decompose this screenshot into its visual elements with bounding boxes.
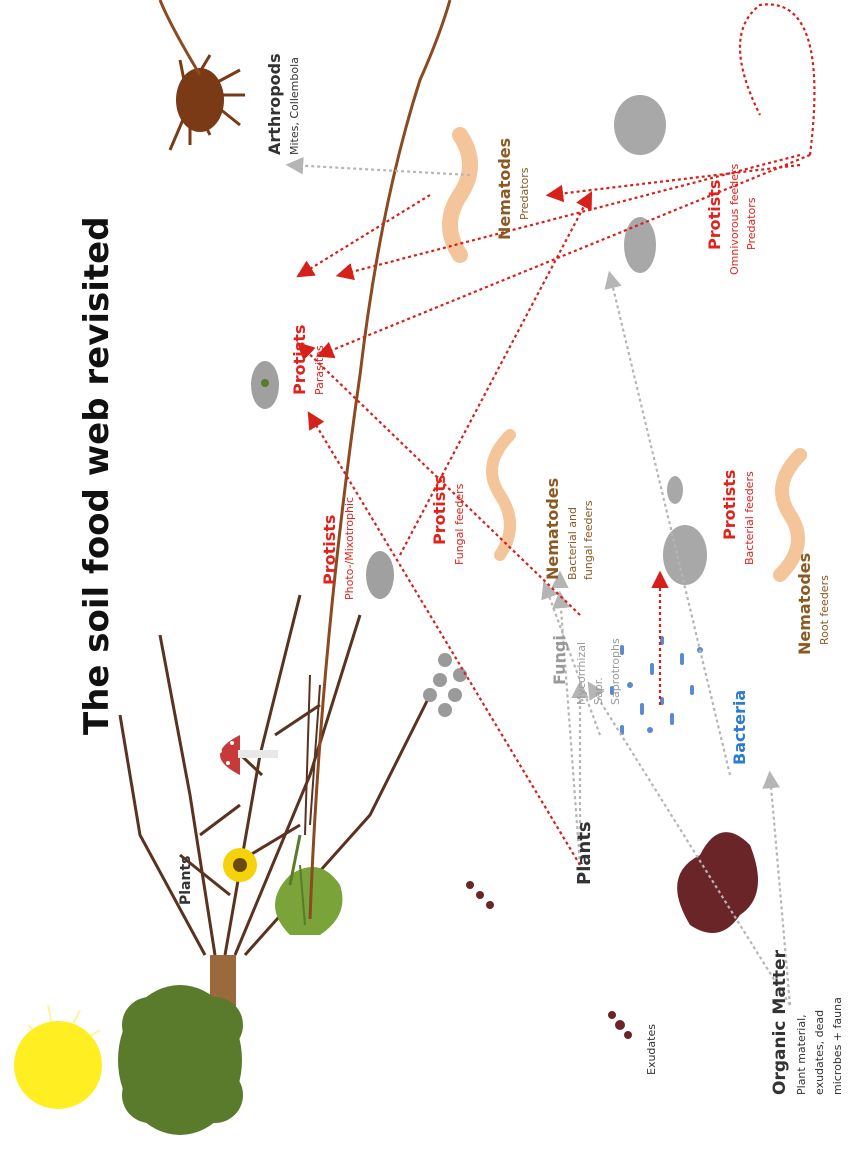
plants-label: Plants [574,821,595,885]
nematodes-root-label: Nematodes [795,553,814,655]
spider-mite-icon [158,0,245,151]
arthropods-label: Arthropods [265,53,284,155]
fungi-label: Fungi [550,635,569,685]
protists-bact-sub: Bacterial feeders [743,471,756,565]
exudates-icon [466,881,632,1039]
nematodes-pred-sub: Predators [518,167,531,220]
protists-omni-sub-1: Omnivorous feeders [728,163,741,275]
fungi-sub-1: Mycorrhizal [575,642,588,705]
nematodes-bf-sub-2: fungal feeders [582,500,595,580]
arthropods-sub: Mites, Collembola [288,57,301,155]
mushroom-icon [218,735,278,775]
protists-photo-label: Protists [320,515,339,585]
nematodes-bf-sub-1: Bacterial and [566,507,579,580]
red-arrows [296,3,816,866]
nematodes-pred-label: Nematodes [495,138,514,240]
organic-matter-sub-2: exudates, dead [813,1010,826,1095]
organic-matter-label: Organic Matter [770,949,790,1095]
organic-matter-icon [677,832,758,933]
protists-fungal-sub: Fungal feeders [453,483,466,565]
shrub-icon [275,864,343,935]
nematode-icon [442,127,807,582]
fungi-icon [423,653,467,717]
bacteria-icon [610,636,703,735]
protists-fungal-label: Protists [430,475,449,545]
protists-omni-label: Protists [705,180,724,250]
page-title: The soil food web revisited [77,216,117,735]
sun-icon [14,1004,102,1109]
flower-icon [223,674,321,886]
bacteria-label: Bacteria [730,690,749,765]
exudates-label: Exudates [645,1024,658,1075]
organic-matter-sub-3: microbes + fauna [831,997,844,1095]
protists-bact-label: Protists [720,470,739,540]
soil-surface-line [308,0,452,920]
labels-group: Exudates Organic Matter Plant material, … [265,53,844,1095]
plants-top-label: Plants [178,856,194,906]
protists-parasite-sub: Parasites [313,345,326,395]
nematodes-root-sub: Root feeders [818,575,831,645]
protists-photo-sub: Photo-/Mixotrophic [343,497,356,600]
protists-omni-sub-2: Predators [745,197,758,250]
fungi-sub-2: Sapr. [592,677,605,705]
fungi-sub-3: Saprotrophs [609,638,622,705]
protists-parasite-label: Protists [290,325,309,395]
organic-matter-sub-1: Plant material, [795,1014,808,1095]
nematodes-bf-label: Nematodes [543,478,562,580]
gray-arrows [285,156,792,1006]
tree-icon [118,594,432,1135]
